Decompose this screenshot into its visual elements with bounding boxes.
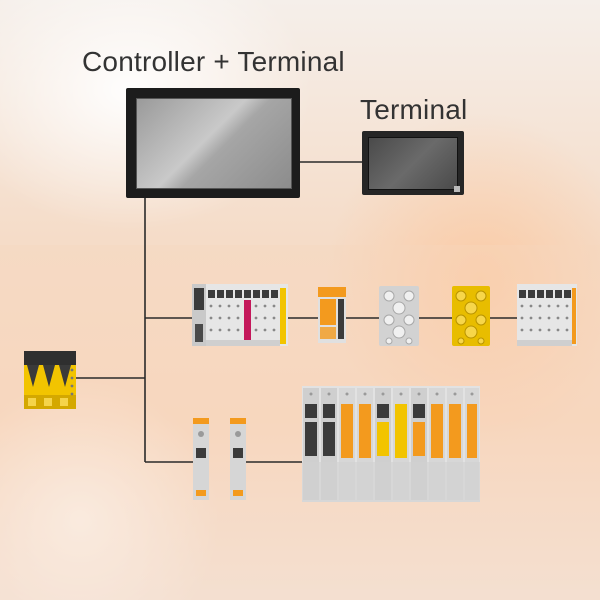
terminal-panel [362, 131, 464, 195]
connector-module-yellow [452, 286, 490, 346]
power-supply-module [24, 351, 76, 409]
power-supply-dots [70, 368, 74, 396]
controller-terminal-panel [126, 88, 300, 198]
touch-panel-icon [368, 137, 458, 190]
drive-rack [302, 386, 480, 502]
io-module-block-1 [192, 284, 288, 346]
controller-terminal-label: Controller + Terminal [82, 46, 345, 77]
terminal-corner-mark [454, 186, 460, 192]
connector-module-gray [379, 286, 419, 346]
slim-drive-module-1 [193, 418, 209, 500]
io-module-block-2 [517, 284, 577, 346]
background-band [0, 245, 600, 600]
terminal-label: Terminal [360, 94, 468, 125]
touch-panel-icon [136, 98, 292, 189]
orange-io-module [318, 287, 346, 343]
slim-drive-module-2 [230, 418, 246, 500]
